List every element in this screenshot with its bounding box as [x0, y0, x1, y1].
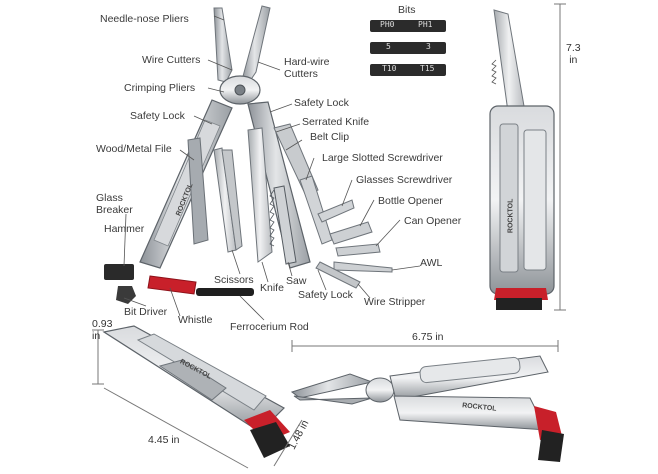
bit-1-left: PH0: [380, 20, 395, 29]
leader-lines: [123, 15, 421, 321]
bit-2-left: 5: [386, 42, 391, 51]
label-belt-clip: Belt Clip: [310, 131, 350, 143]
label-knife: Knife: [260, 282, 284, 294]
dimension-height: 7.3 in: [566, 42, 581, 66]
label-large-slotted-screwdriver: Large Slotted Screwdriver: [322, 152, 443, 164]
label-glass-breaker: Glass Breaker: [96, 192, 133, 216]
label-serrated-knife: Serrated Knife: [302, 116, 370, 128]
bottle-opener: [329, 221, 373, 245]
front-red-end: [494, 288, 548, 300]
main-tool: [104, 5, 393, 304]
bit-2-right: 3: [426, 42, 431, 51]
brand-front: ROCKTOL: [507, 198, 515, 234]
front-knife-blade: [493, 9, 525, 113]
label-crimping-pliers: Crimping Pliers: [124, 82, 196, 94]
saw-blade: [273, 185, 297, 265]
label-scissors: Scissors: [214, 274, 254, 286]
label-awl: AWL: [420, 257, 443, 269]
open-jaw-top: [290, 373, 374, 399]
glasses-screwdriver: [317, 199, 355, 223]
label-bottle-opener: Bottle Opener: [378, 195, 443, 207]
label-hammer: Hammer: [104, 223, 145, 235]
label-can-opener: Can Opener: [404, 215, 462, 227]
label-safety-lock-right: Safety Lock: [294, 97, 349, 109]
closed-tool-side: [102, 325, 290, 458]
awl: [333, 261, 393, 273]
label-hard-wire-cutters: Hard-wire Cutters: [284, 56, 330, 80]
ferrocerium-rod: [196, 288, 254, 296]
label-whistle: Whistle: [178, 314, 213, 326]
label-safety-lock-left: Safety Lock: [130, 110, 185, 122]
label-wire-stripper: Wire Stripper: [364, 296, 426, 308]
bit-1: [370, 20, 446, 32]
bit-1-right: PH1: [418, 20, 433, 29]
hammer-head: [104, 264, 134, 280]
label-wire-cutters: Wire Cutters: [142, 54, 201, 66]
bit-3: [370, 64, 446, 76]
open-handle-bottom: [393, 395, 547, 431]
closed-dimensions: [92, 329, 303, 469]
label-saw: Saw: [286, 275, 307, 287]
label-wood-metal-file: Wood/Metal File: [96, 143, 172, 155]
needle-nose-jaw-right: [241, 5, 271, 85]
open-red-end: [534, 406, 562, 440]
label-bit-driver: Bit Driver: [124, 306, 168, 318]
label-needle-nose-pliers: Needle-nose Pliers: [100, 13, 189, 25]
needle-nose-jaw-left: [213, 7, 233, 83]
dimension-length-closed: 4.45 in: [148, 434, 180, 446]
label-glasses-screwdriver: Glasses Screwdriver: [356, 174, 453, 186]
label-safety-lock-bottom: Safety Lock: [298, 289, 353, 301]
whistle: [147, 275, 197, 295]
bit-3-left: T10: [382, 64, 397, 73]
wood-metal-file: [187, 137, 209, 245]
knife-blade: [247, 127, 273, 263]
bit-driver: [116, 286, 136, 304]
bit-2: [370, 42, 446, 54]
dimension-length-open: 6.75 in: [412, 331, 444, 343]
closed-tool-front: [489, 9, 555, 310]
can-opener: [335, 243, 381, 257]
label-bits: Bits: [398, 4, 416, 16]
label-ferrocerium-rod: Ferrocerium Rod: [230, 321, 309, 333]
bits-set: [370, 20, 446, 76]
height-dimension: [554, 3, 566, 311]
open-jaw-bottom: [293, 395, 373, 405]
dimension-thickness: 0.93 in: [92, 318, 113, 342]
bit-3-right: T15: [420, 64, 435, 73]
open-tool-side: [290, 340, 564, 462]
wire-stripper: [315, 261, 361, 289]
